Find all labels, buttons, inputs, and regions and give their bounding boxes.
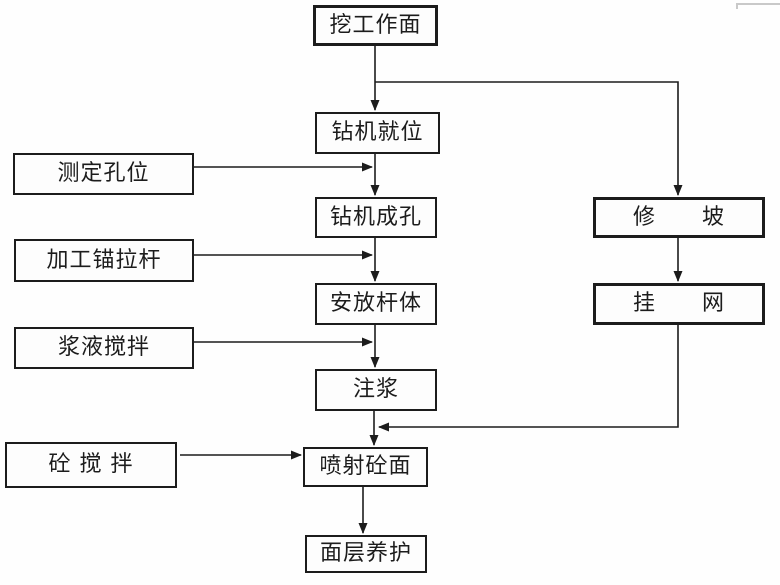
node-drill-hole: 钻机成孔: [315, 197, 437, 238]
faint-frame-corner: [736, 3, 780, 9]
node-place-rod-body: 安放杆体: [315, 283, 437, 325]
connector-excavate-trimslope: [375, 81, 683, 196]
node-slurry-mixing: 浆液搅拌: [14, 327, 194, 369]
node-drill-rig-in-place: 钻机就位: [315, 112, 440, 154]
node-shotcrete-surface: 喷射砼面: [303, 447, 428, 487]
node-concrete-mixing: 砼 搅 拌: [5, 442, 177, 488]
node-excavate-working-face: 挖工作面: [313, 5, 438, 46]
node-trim-slope: 修 坡: [593, 197, 765, 238]
node-measure-hole-position: 测定孔位: [13, 153, 194, 195]
node-surface-curing: 面层养护: [305, 535, 427, 573]
node-grouting: 注浆: [315, 369, 437, 411]
node-hang-mesh: 挂 网: [593, 283, 765, 325]
connector-hangmesh-merge: [378, 325, 679, 432]
node-process-anchor-rod: 加工锚拉杆: [14, 239, 194, 282]
